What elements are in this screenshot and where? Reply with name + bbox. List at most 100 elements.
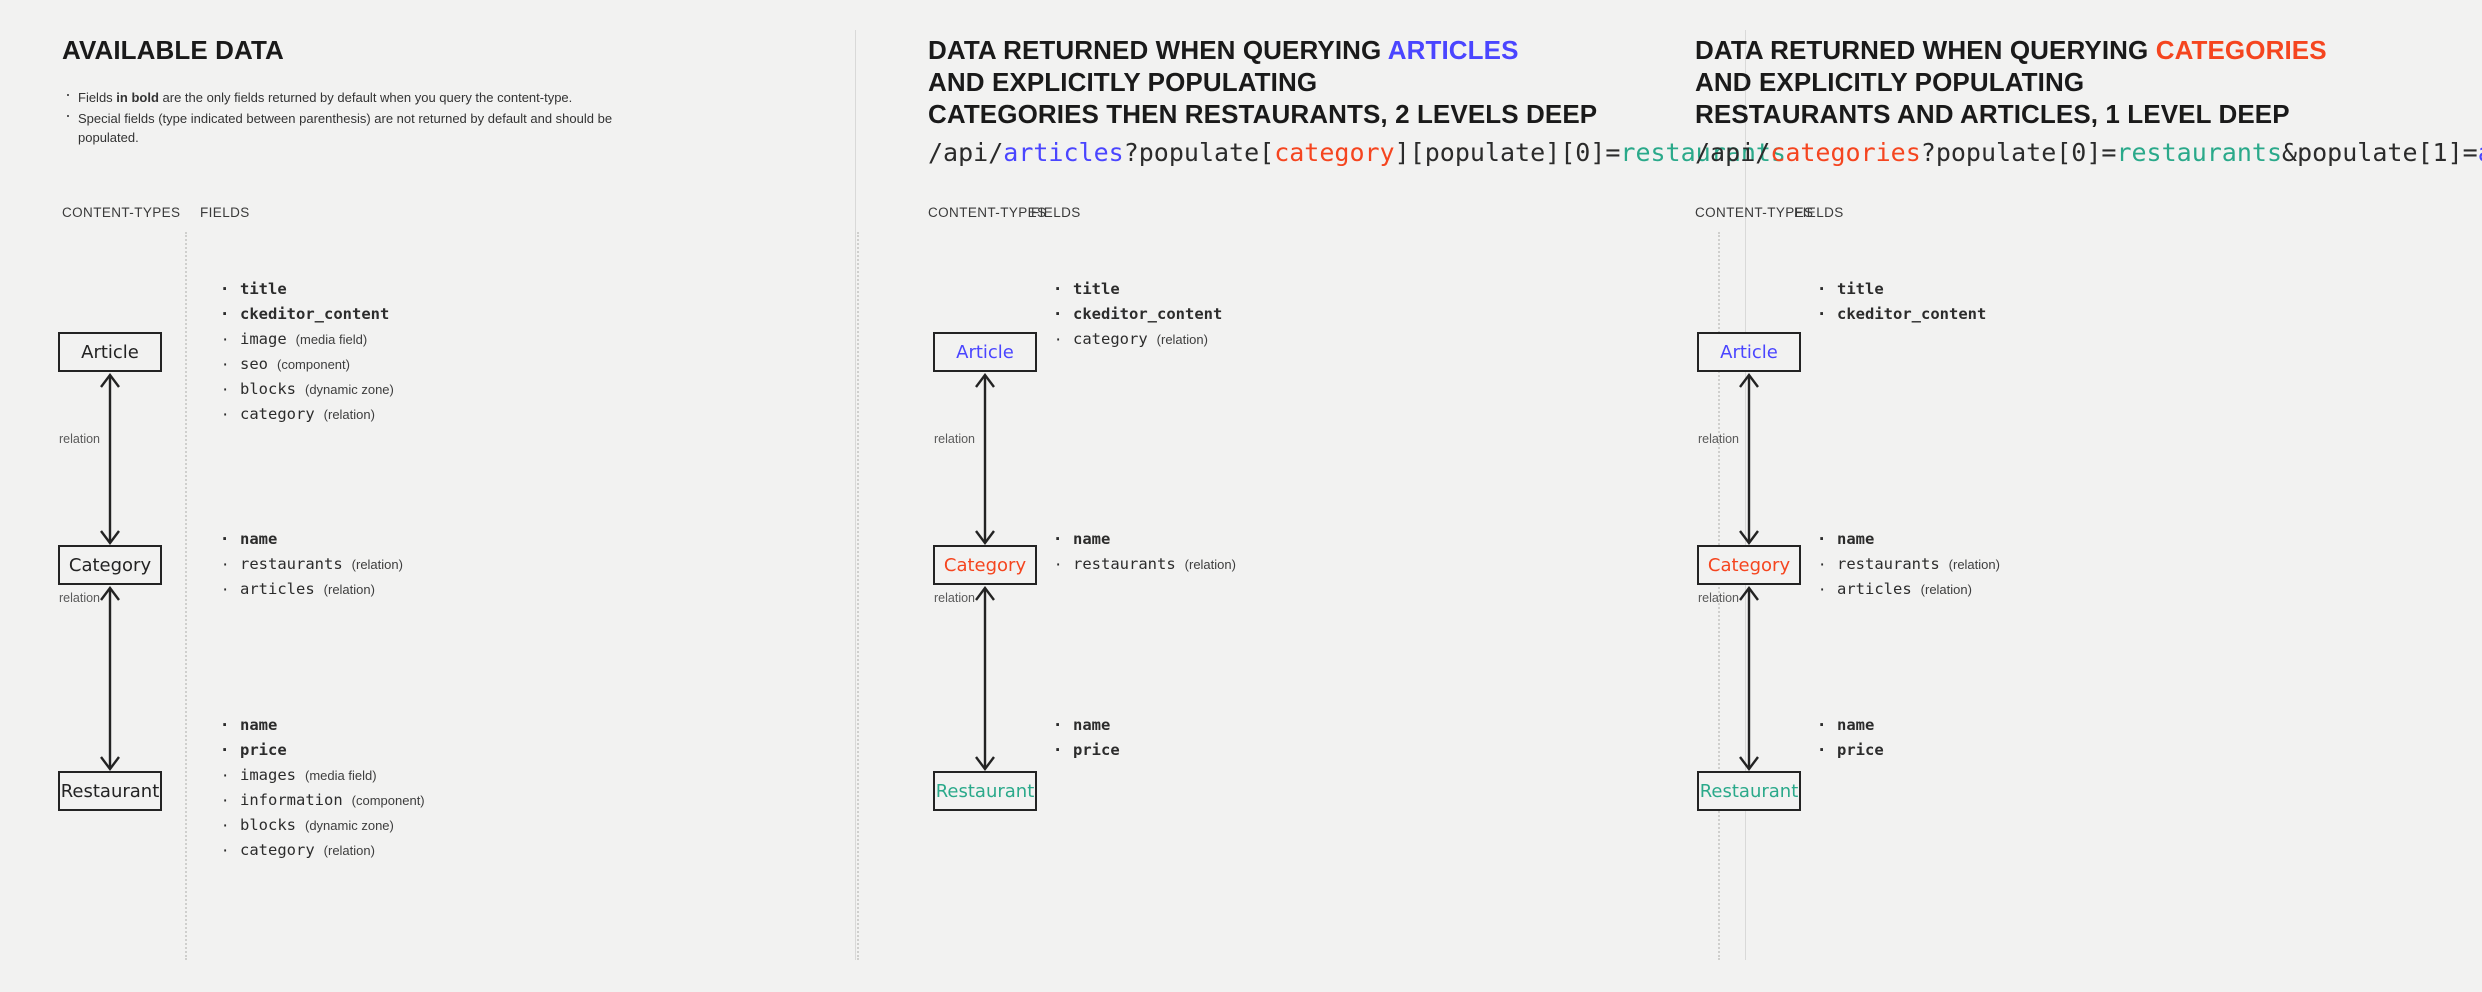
intro-item: Fields in bold are the only fields retur…	[62, 85, 622, 107]
field-type: (component)	[351, 793, 425, 808]
heading-line: AND EXPLICITLY POPULATING	[1695, 66, 2327, 98]
field-type: (dynamic zone)	[305, 818, 394, 833]
field-list-restaurant: nameprice	[1815, 713, 1884, 763]
content-type-box-category[interactable]: Category	[1697, 545, 1801, 585]
query-part: &populate[1]=	[2282, 138, 2478, 167]
query-part: /api/	[928, 138, 1004, 167]
query-part: ?populate[	[1123, 138, 1275, 167]
field-item: title	[1051, 277, 1222, 302]
content-type-box-category[interactable]: Category	[933, 545, 1037, 585]
relation-label: relation	[1698, 591, 1739, 605]
heading-line: RESTAURANTS AND ARTICLES, 1 LEVEL DEEP	[1695, 98, 2327, 130]
field-name: name	[1073, 716, 1111, 734]
relation-label: relation	[59, 591, 100, 605]
field-name: category	[240, 841, 315, 859]
relation-label: relation	[1698, 432, 1739, 446]
query-part: category	[1274, 138, 1395, 167]
field-item: name	[1051, 527, 1236, 552]
content-type-box-article[interactable]: Article	[933, 332, 1037, 372]
content-type-box-restaurant[interactable]: Restaurant	[58, 771, 162, 811]
heading-part: AVAILABLE DATA	[62, 35, 284, 65]
relation-label: relation	[934, 432, 975, 446]
field-name: image	[240, 330, 287, 348]
column-label-fields: FIELDS	[1794, 205, 1844, 220]
field-name: blocks	[240, 816, 296, 834]
field-items: nameprice	[1815, 713, 1884, 763]
field-items: nameprice	[1051, 713, 1120, 763]
field-name: restaurants	[240, 555, 343, 573]
relation-label: relation	[934, 591, 975, 605]
relation-connector	[955, 586, 1015, 771]
heading-part: RESTAURANTS AND ARTICLES, 1 LEVEL DEEP	[1695, 99, 2290, 129]
content-type-box-restaurant[interactable]: Restaurant	[933, 771, 1037, 811]
query-string: /api/articles?populate[category][populat…	[928, 138, 1786, 168]
field-list-category: name restaurants (relation)	[1051, 527, 1236, 577]
heading-part: DATA RETURNED WHEN QUERYING	[1695, 35, 2156, 65]
field-name: title	[1837, 280, 1884, 298]
field-list-category: namerestaurants(relation)articles(relati…	[1815, 527, 2000, 602]
content-type-box-category[interactable]: Category	[58, 545, 162, 585]
relation-connector	[80, 373, 140, 545]
fields-dotted-separator	[857, 232, 859, 960]
heading-part: CATEGORIES THEN RESTAURANTS, 2 LEVELS DE…	[928, 99, 1598, 129]
query-part: restaurants	[2116, 138, 2283, 167]
field-item: name	[218, 713, 425, 738]
intro-notes: Fields in bold are the only fields retur…	[62, 85, 622, 149]
column-label-fields: FIELDS	[200, 205, 250, 220]
field-items: namerestaurants(relation)articles(relati…	[218, 527, 403, 602]
field-name: seo	[240, 355, 268, 373]
field-item: name	[1815, 713, 1884, 738]
field-name: articles	[1837, 580, 1912, 598]
section-heading: AVAILABLE DATA	[62, 34, 284, 66]
field-items: titleckeditor_contentimage(media field)s…	[218, 277, 394, 427]
content-type-box-article[interactable]: Article	[58, 332, 162, 372]
field-item: restaurants (relation)	[1051, 552, 1236, 577]
relation-connector	[80, 586, 140, 771]
query-part: articles	[1003, 138, 1124, 167]
field-item: articles(relation)	[1815, 577, 2000, 602]
field-item: category(relation)	[218, 838, 425, 863]
field-name: images	[240, 766, 296, 784]
field-list-restaurant: nameprice	[1051, 713, 1120, 763]
field-name: price	[240, 741, 287, 759]
field-list-article: titleckeditor_contentcategory(relation)	[1051, 277, 1222, 352]
heading-part: CATEGORIES	[2155, 35, 2327, 65]
relation-connector	[1719, 586, 1779, 771]
field-items: name restaurants (relation)	[1051, 527, 1236, 577]
field-type: (relation)	[351, 557, 403, 572]
field-item: price	[1815, 738, 1884, 763]
field-list-article: titleckeditor_content	[1815, 277, 1986, 327]
field-item: blocks(dynamic zone)	[218, 377, 394, 402]
heading-part: AND EXPLICITLY POPULATING	[928, 67, 1318, 97]
section-divider-1	[855, 30, 856, 960]
field-name: ckeditor_content	[1073, 305, 1223, 323]
section-available-data: AVAILABLE DATA Fields in bold are the onl…	[0, 0, 855, 992]
content-type-box-restaurant[interactable]: Restaurant	[1697, 771, 1801, 811]
field-item: category(relation)	[218, 402, 394, 427]
heading-line: DATA RETURNED WHEN QUERYING ARTICLES	[928, 34, 1597, 66]
field-item: seo(component)	[218, 352, 394, 377]
query-part: restaurants	[1620, 138, 1786, 167]
intro-list: Fields in bold are the only fields retur…	[62, 85, 622, 147]
heading-line: AVAILABLE DATA	[62, 34, 284, 66]
field-type: (dynamic zone)	[305, 382, 394, 397]
query-part: articles	[2478, 138, 2482, 167]
field-name: ckeditor_content	[240, 305, 390, 323]
column-label-fields: FIELDS	[1031, 205, 1081, 220]
field-name: title	[1073, 280, 1120, 298]
field-items: name price images(media field)information(…	[218, 713, 425, 863]
field-name: articles	[240, 580, 315, 598]
field-name: restaurants	[1073, 555, 1176, 573]
field-item: articles (relation)	[218, 577, 403, 602]
query-part: ?populate[0]=	[1920, 138, 2117, 167]
field-name: name	[1073, 530, 1111, 548]
field-item: images(media field)	[218, 763, 425, 788]
query-part: categories	[1770, 138, 1921, 167]
field-item: information(component)	[218, 788, 425, 813]
column-label-content-types: CONTENT-TYPES	[1695, 205, 1814, 220]
field-type: (relation)	[1184, 557, 1236, 572]
field-type: (media field)	[295, 332, 368, 347]
field-type: (relation)	[323, 582, 375, 597]
content-type-box-article[interactable]: Article	[1697, 332, 1801, 372]
